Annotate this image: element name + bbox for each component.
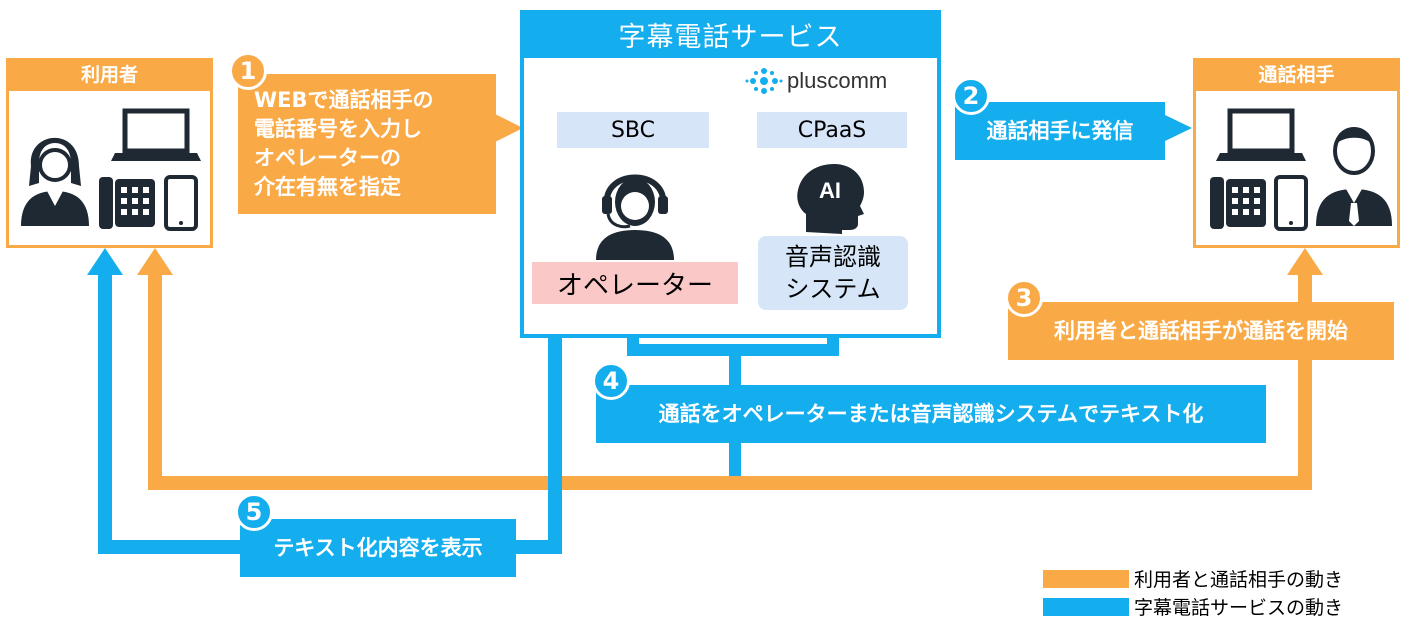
step-3-number: 3 [1005, 279, 1043, 317]
pluscomm-logo-text: pluscomm [787, 68, 888, 93]
speech-recognition-line1: 音声認識 [785, 243, 881, 271]
step-4-text: 通話をオペレーターまたは音声認識システムでテキスト化 [658, 402, 1204, 426]
step-2-number-text: 2 [962, 82, 980, 110]
step-2-number: 2 [952, 77, 990, 115]
step-1-box: WEBで通話相手の 電話番号を入力し オペレーターの 介在有無を指定 [238, 74, 496, 214]
step-2-box: 通話相手に発信 [955, 102, 1165, 160]
step-1-line2: 電話番号を入力し [254, 117, 422, 141]
operator-chip: オペレーター [532, 262, 738, 304]
ai-label: AI [819, 178, 841, 203]
service-title-label: 字幕電話サービス [520, 10, 941, 58]
man-user-icon [1316, 127, 1392, 226]
step-4-number: 4 [592, 362, 630, 400]
step-1-number: 1 [229, 52, 267, 90]
arrow-up-user-blue [87, 248, 123, 275]
orange-flow-line [137, 248, 1323, 490]
laptop-icon [111, 108, 201, 161]
ai-head-icon: AI [797, 164, 864, 234]
step-5-box: テキスト化内容を表示 [240, 519, 516, 577]
operator-headset-icon [596, 174, 674, 260]
sbc-label: SBC [610, 117, 656, 143]
partner-box-title-text: 通話相手 [1258, 64, 1335, 86]
step-1-number-text: 1 [239, 57, 257, 85]
operator-label: オペレーター [556, 270, 713, 301]
user-box-title: 利用者 [6, 58, 213, 89]
user-box-title-text: 利用者 [80, 64, 138, 86]
smartphone-icon [1274, 175, 1308, 231]
step-5-number-text: 5 [245, 498, 263, 526]
office-phone-icon [1210, 177, 1266, 229]
user-box [6, 88, 213, 248]
partner-box [1193, 88, 1400, 248]
partner-icons [1210, 108, 1392, 231]
sbc-chip: SBC [557, 112, 709, 148]
step-1-line1: WEBで通話相手の [254, 88, 434, 112]
legend-orange-swatch [1043, 570, 1129, 588]
pluscomm-logo: pluscomm [745, 64, 915, 98]
legend-blue-label: 字幕電話サービスの動き [1134, 597, 1344, 619]
pluscomm-logo-icon [745, 68, 783, 94]
cpaas-chip: CPaaS [757, 112, 907, 148]
cpaas-label: CPaaS [797, 117, 867, 143]
woman-user-icon [21, 137, 89, 226]
office-phone-icon [99, 177, 155, 229]
arrow-up-user-orange [137, 248, 173, 275]
step-3-number-text: 3 [1015, 284, 1033, 312]
step-4-number-text: 4 [602, 367, 620, 395]
step-1-line3: オペレーターの [254, 146, 401, 170]
laptop-icon [1216, 108, 1306, 161]
step-1-line4: 介在有無を指定 [254, 175, 401, 199]
service-title-label-text: 字幕電話サービス [618, 21, 843, 53]
step-3-box: 利用者と通話相手が通話を開始 [1008, 302, 1394, 360]
step-2-text: 通話相手に発信 [986, 119, 1134, 143]
smartphone-icon [164, 175, 198, 231]
speech-recognition-line2: システム [785, 275, 881, 303]
step-4-box: 通話をオペレーターまたは音声認識システムでテキスト化 [596, 385, 1266, 443]
arrow-right-step2 [1163, 114, 1192, 142]
user-icons [21, 108, 201, 231]
speech-recognition-chip: 音声認識 システム [758, 236, 908, 310]
legend-orange-label: 利用者と通話相手の動き [1134, 569, 1344, 591]
service-header-bar [520, 10, 941, 58]
step-3-text: 利用者と通話相手が通話を開始 [1054, 319, 1348, 343]
step-5-text: テキスト化内容を表示 [273, 536, 483, 560]
step-5-number: 5 [235, 493, 273, 531]
legend-blue-swatch [1043, 598, 1129, 616]
arrow-right-step1 [495, 114, 523, 142]
arrow-up-partner-orange [1287, 248, 1323, 275]
partner-box-title: 通話相手 [1193, 58, 1400, 89]
